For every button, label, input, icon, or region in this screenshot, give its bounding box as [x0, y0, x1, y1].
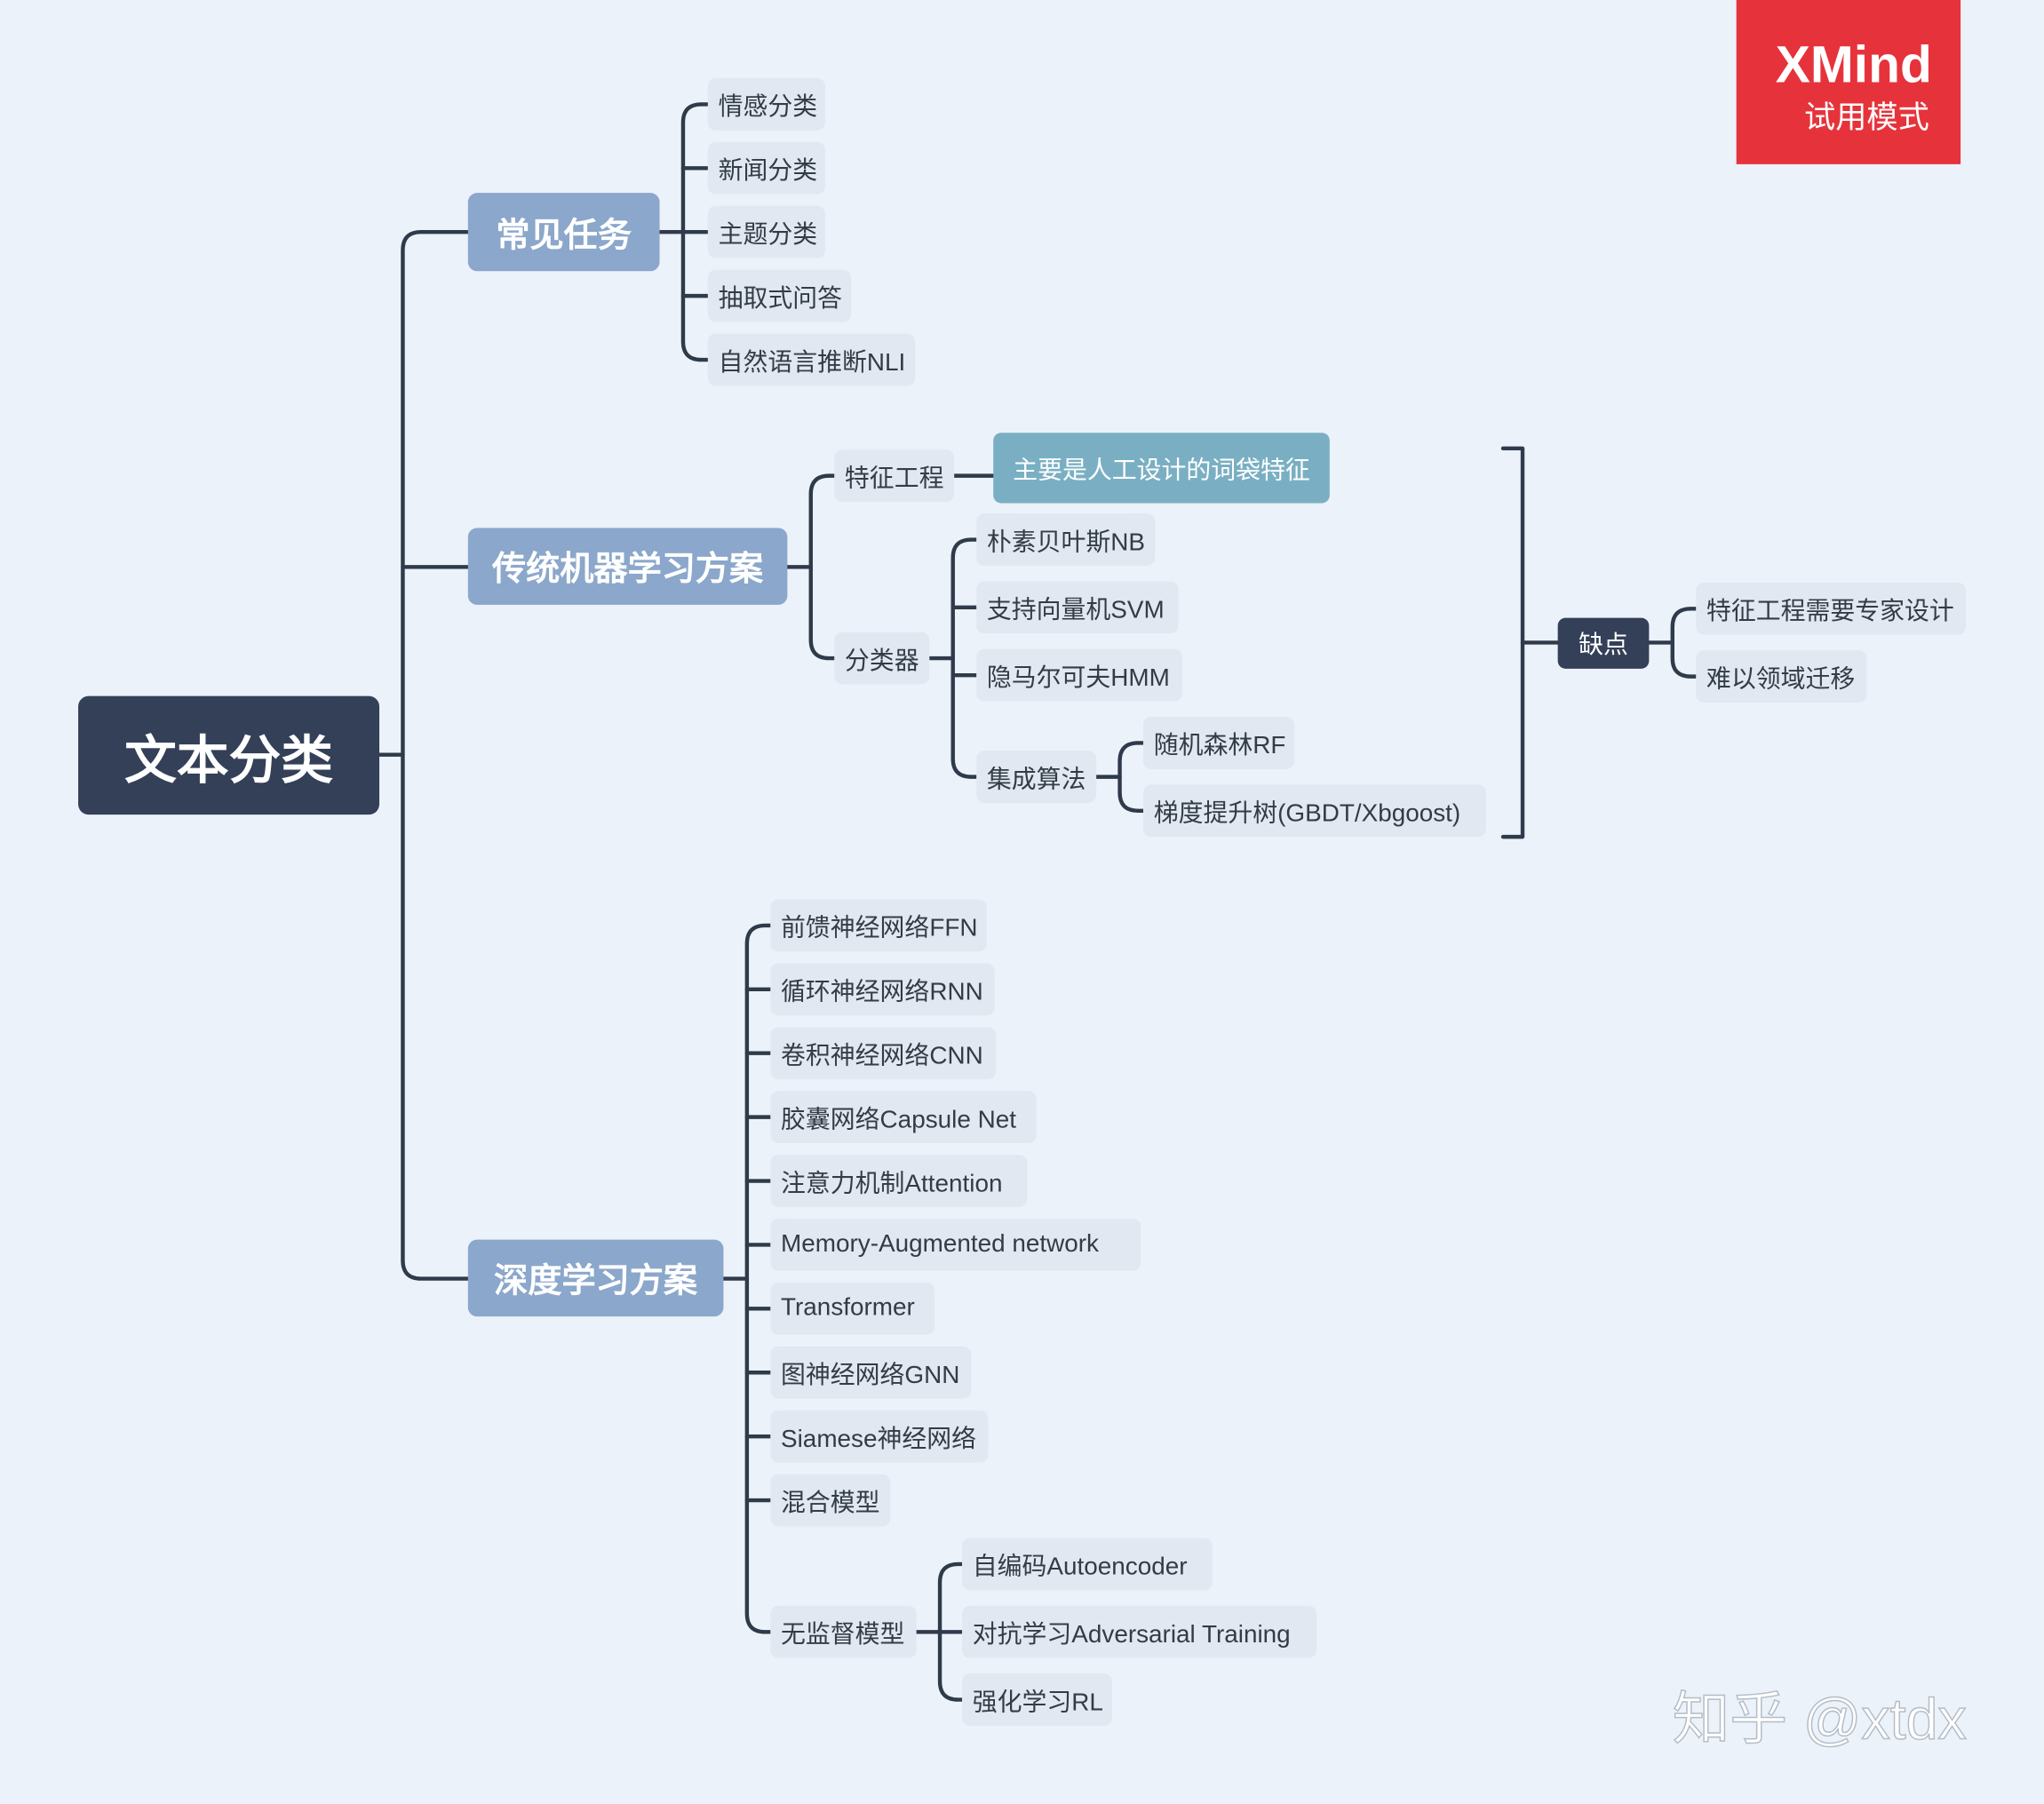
connector-classifier-bracket — [950, 537, 979, 779]
topic-hybrid-model: 混合模型 — [770, 1474, 891, 1527]
connector-root-trunk — [401, 230, 471, 1281]
topic-adversarial-training: 对抗学习Adversarial Training — [962, 1605, 1317, 1658]
branch-deep-learning: 深度学习方案 — [467, 1239, 724, 1317]
connector-deep-learning-bracket — [744, 923, 773, 1634]
topic-random-forest: 随机森林RF — [1142, 717, 1295, 769]
connector-traditional-ml-bracket — [808, 473, 837, 661]
topic-svm: 支持向量机SVM — [976, 581, 1179, 634]
topic-naive-bayes: 朴素贝叶斯NB — [976, 513, 1156, 566]
topic-memory-augmented: Memory-Augmented network — [770, 1219, 1141, 1271]
branch-traditional-ml: 传统机器学习方案 — [467, 528, 788, 605]
topic-unsupervised: 无监督模型 — [770, 1605, 917, 1658]
topic-nli: 自然语言推断NLI — [707, 333, 916, 386]
zhihu-watermark: 知乎 @xtdx — [1672, 1688, 1968, 1752]
connector-ensemble-bracket — [1117, 741, 1146, 813]
topic-capsule-net: 胶囊网络Capsule Net — [770, 1091, 1037, 1143]
topic-feature-engineering: 特征工程 — [834, 449, 955, 502]
topic-rnn: 循环神经网络RNN — [770, 963, 995, 1016]
topic-news-classification: 新闻分类 — [707, 141, 825, 195]
topic-autoencoder: 自编码Autoencoder — [962, 1538, 1213, 1591]
topic-sentiment-classification: 情感分类 — [707, 78, 825, 131]
topic-topic-classification: 主题分类 — [707, 205, 825, 258]
topic-extractive-qa: 抽取式问答 — [707, 269, 852, 322]
topic-bag-of-words-note: 主要是人工设计的词袋特征 — [993, 433, 1330, 504]
topic-hard-domain-transfer: 难以领域迁移 — [1696, 650, 1867, 703]
topic-classifier: 分类器 — [834, 632, 930, 685]
trial-mode-label: 试用模式 — [1803, 99, 1929, 136]
summary-bracket — [1500, 446, 1525, 839]
topic-transformer: Transformer — [770, 1283, 935, 1335]
topic-siamese: Siamese神经网络 — [770, 1410, 989, 1463]
xmind-trial-badge: XMind 试用模式 — [1736, 0, 1961, 164]
topic-gnn: 图神经网络GNN — [770, 1346, 972, 1399]
topic-cnn: 卷积神经网络CNN — [770, 1027, 997, 1080]
topic-ffn: 前馈神经网络FFN — [770, 899, 987, 952]
topic-needs-expert-design: 特征工程需要专家设计 — [1696, 582, 1966, 635]
topic-reinforcement-learning: 强化学习RL — [962, 1673, 1112, 1726]
topic-attention: 注意力机制Attention — [770, 1155, 1028, 1207]
branch-common-tasks: 常见任务 — [467, 193, 660, 272]
topic-gradient-boosting: 梯度提升树(GBDT/Xbgoost) — [1142, 784, 1486, 838]
summary-drawbacks: 缺点 — [1557, 617, 1650, 669]
connector-drawbacks-bracket — [1670, 607, 1698, 679]
topic-hmm: 隐马尔可夫HMM — [976, 648, 1183, 702]
xmind-logo-text: XMind — [1775, 36, 1932, 94]
topic-ensemble: 集成算法 — [976, 751, 1097, 803]
root-topic: 文本分类 — [78, 695, 380, 815]
